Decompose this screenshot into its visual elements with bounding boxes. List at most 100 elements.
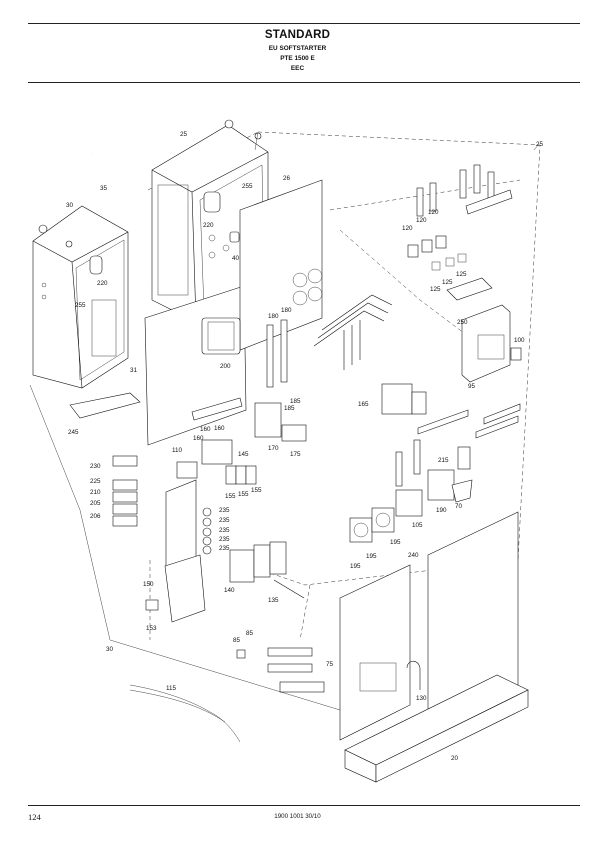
label-170: 170 [268,445,279,452]
label-120a: 120 [428,209,439,216]
fuse-holders-155 [225,465,257,485]
label-155c: 155 [251,487,262,494]
label-200: 200 [220,363,231,370]
label-155a: 155 [225,493,236,500]
terminals-165 [381,383,413,415]
module-145 [201,439,233,465]
label-245: 245 [68,429,79,436]
label-220a: 220 [203,222,214,229]
label-205: 205 [90,500,101,507]
label-26: 26 [283,175,291,182]
label-206: 206 [90,513,101,520]
page-number: 124 [28,812,41,822]
label-220b: 220 [97,280,108,287]
label-100: 100 [514,337,525,344]
clamp-85 [236,649,246,659]
label-175: 175 [290,451,301,458]
terminal-blocks [112,455,138,527]
label-105: 105 [412,522,423,529]
label-185a: 185 [284,405,295,412]
label-160b: 160 [214,425,225,432]
label-195b: 195 [366,553,377,560]
label-85a: 85 [233,637,241,644]
copper-links [395,403,521,487]
gasket [69,392,141,419]
module-170 [254,402,282,438]
label-180a: 180 [268,313,279,320]
cover-130 [406,660,421,690]
label-150: 150 [143,581,154,588]
label-165: 165 [358,401,369,408]
label-35: 35 [100,185,108,192]
assembly-outline [231,131,541,586]
rod-135 [273,579,305,599]
header-top-rule [28,23,580,24]
front-door [339,564,411,741]
label-115: 115 [166,685,177,692]
relay-110 [176,461,198,479]
page-title: STANDARD [264,29,331,41]
plinth [344,674,529,783]
current-transformers [349,489,423,543]
label-31: 31 [130,367,138,374]
label-160a: 160 [200,426,211,433]
label-125b: 125 [442,279,453,286]
label-20: 20 [451,755,459,762]
document-number: 1900 1001 30/10 [274,813,321,820]
transformer [201,317,241,355]
label-153: 153 [146,625,157,632]
label-190: 190 [436,507,447,514]
label-30b: 30 [106,646,114,653]
unit-190 [427,469,455,501]
din-rail-1 [266,324,274,388]
label-235b: 235 [219,517,230,524]
small-cabinet [32,205,129,389]
gland-plate [239,179,323,351]
label-30a: 30 [66,202,74,209]
label-210: 210 [90,489,101,496]
label-160c: 160 [193,435,204,442]
label-230: 230 [90,463,101,470]
label-235e: 235 [219,545,230,552]
cable-harness [129,684,241,743]
label-85b: 85 [246,630,254,637]
label-140: 140 [224,587,235,594]
label-185b: 185 [290,398,301,405]
bracket-70 [451,479,473,503]
subtitle-line-2: PTE 1500 E [280,55,315,62]
label-255b: 255 [75,302,86,309]
indicator-lamps-235 [202,507,212,555]
main-cabinet [151,119,269,323]
label-235a: 235 [219,507,230,514]
label-215: 215 [438,457,449,464]
label-155b: 155 [238,491,249,498]
softstarter-unit [461,304,522,383]
label-250: 250 [457,319,468,326]
indicator-bracket [165,479,197,571]
label-195c: 195 [350,563,361,570]
label-95: 95 [468,383,476,390]
mounting-plate [144,285,247,446]
label-110: 110 [172,447,183,454]
label-40: 40 [232,255,240,262]
box-150 [164,554,206,623]
contactors-140 [229,541,287,583]
label-235c: 235 [219,527,230,534]
subtitle-line-3: EEC [290,65,305,72]
module-175 [281,424,307,442]
label-195a: 195 [390,539,401,546]
label-125a: 125 [456,271,467,278]
label-240: 240 [408,552,419,559]
label-130: 130 [416,695,427,702]
switch-153 [145,599,159,611]
header-bottom-rule [28,82,580,83]
label-25a: 25 [180,131,188,138]
busbars-75 [267,647,325,693]
label-75: 75 [326,661,334,668]
label-145: 145 [238,451,249,458]
part-labels: 25 25 35 30 255 220 40 255 220 26 200 31… [66,131,544,762]
label-25b: 25 [536,141,544,148]
sensor-215 [457,446,471,470]
label-120c: 120 [402,225,413,232]
